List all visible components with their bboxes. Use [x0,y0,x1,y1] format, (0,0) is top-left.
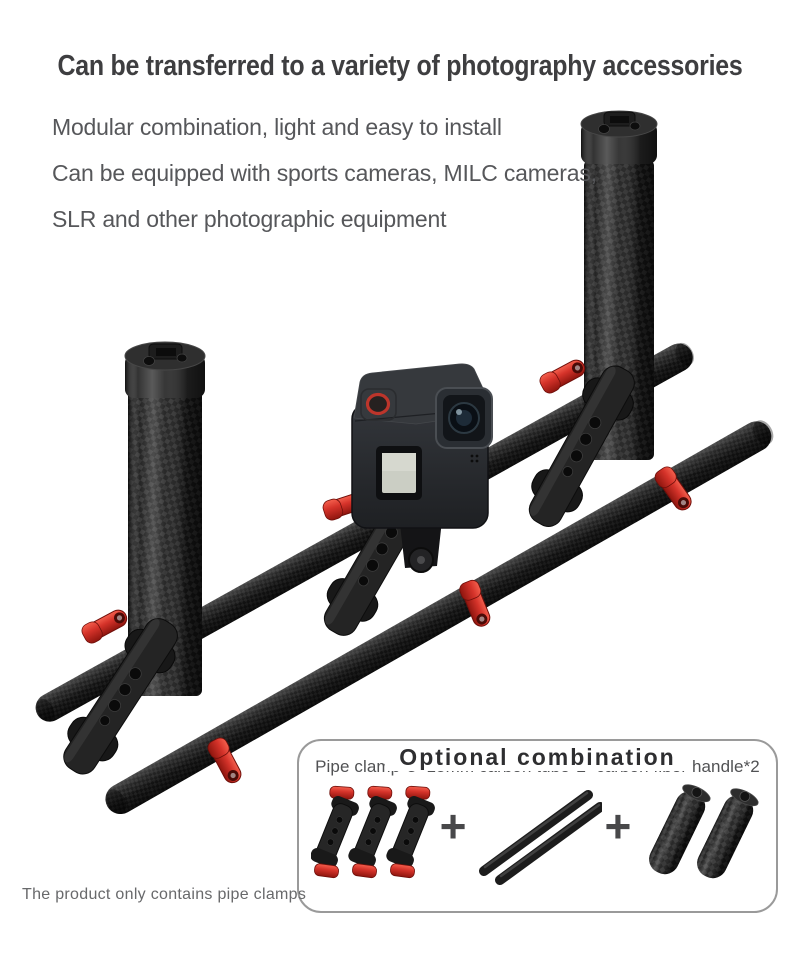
camera-lens [435,387,493,449]
description-line: Modular combination, light and easy to i… [52,114,502,140]
locking-lever [78,605,131,647]
plus-icon: + [439,800,467,852]
locking-lever [536,355,589,397]
description-line: Can be equipped with sports cameras, MIL… [52,160,597,186]
pipe-clamps-thumbnail [310,778,437,885]
left-carbon-handle [124,341,206,696]
page-title: Can be transferred to a variety of photo… [57,50,743,83]
camera-front-screen [376,446,422,500]
front-carbon-rail [105,420,774,815]
action-camera [351,363,493,573]
product-description: Modular combination, light and easy to i… [52,104,597,242]
carbon-tubes-thumbnail [478,790,602,885]
optional-combination-box: Optional combination Pipe clamp*3+15mm c… [297,739,778,913]
carbon-handles-thumbnail [644,780,762,884]
description-line: SLR and other photographic equipment [52,206,447,232]
plus-icon: + [604,800,632,852]
optional-box-items: + + [299,777,776,889]
record-button [365,392,391,416]
optional-box-title: Optional combination [384,744,691,772]
footnote: The product only contains pipe clamps [22,886,307,903]
